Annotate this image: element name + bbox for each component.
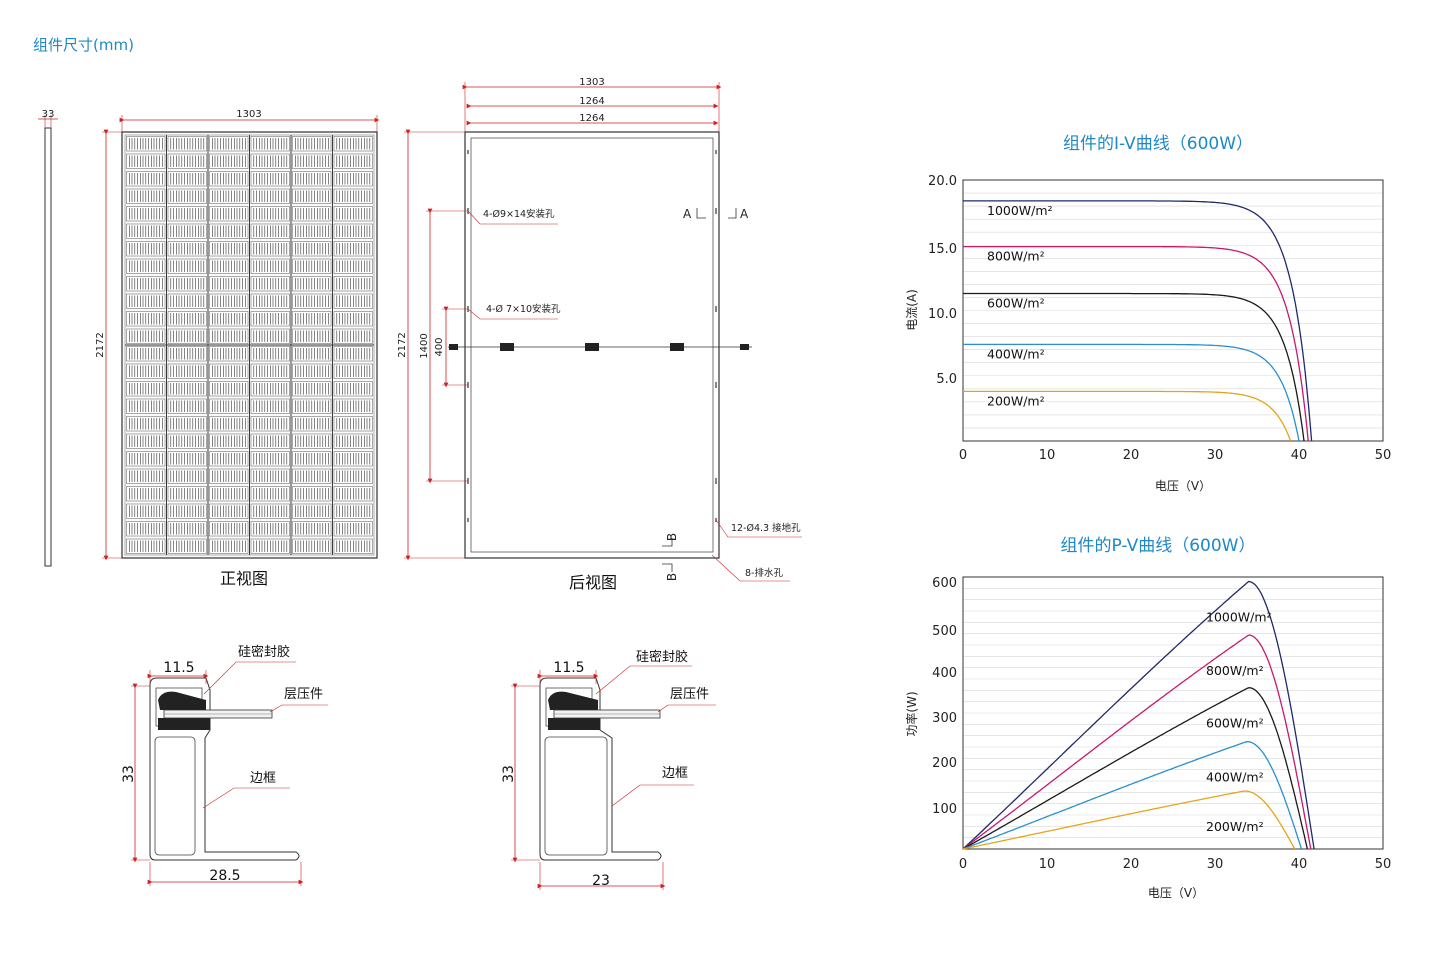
pv-series-line-0 bbox=[962, 580, 1315, 850]
left-laminate-label: 层压件 bbox=[284, 687, 323, 702]
pv-series-line-4 bbox=[962, 790, 1296, 850]
iv-x-tick-10: 10 bbox=[1039, 448, 1056, 463]
right-frame-label: 边框 bbox=[662, 766, 688, 781]
iv-chart-title: 组件的I-V曲线（600W） bbox=[1063, 134, 1253, 154]
pv-series-line-2 bbox=[962, 687, 1309, 850]
iv-chart: 组件的I-V曲线（600W） 20.0 15.0 10.0 5.0 0 10 2… bbox=[905, 134, 1391, 493]
iv-x-tick-50: 50 bbox=[1375, 448, 1392, 463]
frame-section-right: 11.5 33 23 硅密封胶 层压件 边框 bbox=[501, 649, 716, 890]
back-height-dim: 2172 bbox=[397, 332, 408, 357]
front-height-dim: 2172 bbox=[95, 332, 106, 357]
iv-series-label-1: 800W/m² bbox=[987, 249, 1045, 264]
pv-chart-grid bbox=[963, 588, 1383, 838]
section-b-bottom: B bbox=[665, 573, 679, 581]
front-cell-grid bbox=[126, 135, 373, 555]
iv-series-line-0 bbox=[963, 200, 1313, 442]
left-base-width-dim: 28.5 bbox=[209, 868, 240, 884]
left-height-dim: 33 bbox=[121, 765, 137, 783]
pv-x-axis-title: 电压（V） bbox=[1148, 886, 1204, 900]
ground-holes-note: 12-Ø4.3 接地孔 bbox=[731, 522, 801, 534]
iv-series-line-4 bbox=[963, 390, 1292, 442]
pv-x-tick-20: 20 bbox=[1123, 857, 1140, 872]
right-top-width-dim: 11.5 bbox=[553, 660, 584, 676]
frame-section-left: 11.5 33 28.5 硅密封胶 层压件 边框 bbox=[121, 644, 328, 886]
iv-y-tick-5: 5.0 bbox=[936, 372, 957, 387]
iv-series-label-3: 400W/m² bbox=[987, 346, 1045, 361]
right-height-dim: 33 bbox=[501, 765, 517, 783]
iv-x-tick-40: 40 bbox=[1291, 448, 1308, 463]
side-view: 33 bbox=[38, 109, 58, 567]
pv-y-tick-300: 300 bbox=[932, 711, 957, 726]
iv-x-tick-20: 20 bbox=[1123, 448, 1140, 463]
front-view: 1303 2172 正视图 bbox=[95, 109, 380, 588]
back-width-inner-dim: 1264 bbox=[579, 113, 604, 124]
drain-holes-note: 8-排水孔 bbox=[745, 567, 783, 579]
front-view-label: 正视图 bbox=[220, 569, 268, 588]
iv-y-tick-15: 15.0 bbox=[928, 242, 957, 257]
page-title: 组件尺寸(mm) bbox=[33, 36, 134, 54]
iv-y-tick-10: 10.0 bbox=[928, 307, 957, 322]
back-hole-offset-dim: 400 bbox=[434, 337, 445, 356]
iv-series-line-2 bbox=[963, 292, 1305, 442]
iv-series-label-4: 200W/m² bbox=[987, 393, 1045, 408]
pv-series-label-3: 400W/m² bbox=[1206, 770, 1264, 785]
pv-x-tick-50: 50 bbox=[1375, 857, 1392, 872]
side-thickness-dim: 33 bbox=[42, 109, 55, 120]
pv-y-tick-100: 100 bbox=[932, 802, 957, 817]
pv-chart-title: 组件的P-V曲线（600W） bbox=[1061, 536, 1256, 556]
front-width-dim: 1303 bbox=[236, 109, 261, 120]
iv-y-tick-20: 20.0 bbox=[928, 174, 957, 189]
pv-x-tick-40: 40 bbox=[1291, 857, 1308, 872]
back-view-label: 后视图 bbox=[569, 573, 617, 592]
iv-x-axis-title: 电压（V） bbox=[1155, 479, 1211, 493]
iv-series-label-2: 600W/m² bbox=[987, 296, 1045, 311]
iv-series-line-3 bbox=[963, 343, 1300, 442]
pv-x-tick-0: 0 bbox=[959, 857, 967, 872]
back-view: 1303 1264 1264 2172 1400 400 4-Ø9×14安装孔 … bbox=[397, 77, 802, 592]
pv-series-label-0: 1000W/m² bbox=[1206, 610, 1272, 625]
pv-series-label-4: 200W/m² bbox=[1206, 819, 1264, 834]
mount-holes-small-note: 4-Ø 7×10安装孔 bbox=[486, 303, 561, 315]
iv-series-line-1 bbox=[963, 245, 1309, 442]
pv-series-label-2: 600W/m² bbox=[1206, 716, 1264, 731]
section-a-right: A bbox=[740, 207, 749, 221]
iv-series-group: 1000W/m² 800W/m² 600W/m² 400W/m² 200W/m² bbox=[963, 200, 1313, 442]
right-laminate-label: 层压件 bbox=[670, 687, 709, 702]
left-frame-label: 边框 bbox=[250, 771, 276, 786]
right-base-width-dim: 23 bbox=[592, 873, 610, 889]
back-hole-span-dim: 1400 bbox=[419, 333, 430, 358]
section-a-left: A bbox=[683, 207, 692, 221]
iv-chart-grid bbox=[963, 192, 1383, 429]
pv-x-tick-30: 30 bbox=[1207, 857, 1224, 872]
iv-series-label-0: 1000W/m² bbox=[987, 203, 1053, 218]
back-width-outer-dim: 1303 bbox=[579, 77, 604, 88]
pv-y-tick-600: 600 bbox=[932, 576, 957, 591]
iv-x-tick-30: 30 bbox=[1207, 448, 1224, 463]
pv-y-tick-400: 400 bbox=[932, 666, 957, 681]
left-top-width-dim: 11.5 bbox=[163, 660, 194, 676]
pv-series-line-3 bbox=[962, 740, 1303, 850]
section-b-top: B bbox=[665, 533, 679, 541]
pv-x-tick-10: 10 bbox=[1039, 857, 1056, 872]
pv-series-label-1: 800W/m² bbox=[1206, 663, 1264, 678]
mount-holes-note: 4-Ø9×14安装孔 bbox=[483, 208, 555, 220]
pv-y-axis-title: 功率(W) bbox=[904, 691, 919, 736]
pv-y-tick-200: 200 bbox=[932, 756, 957, 771]
back-width-mid-dim: 1264 bbox=[579, 96, 604, 107]
pv-series-line-1 bbox=[962, 634, 1312, 850]
right-sealant-label: 硅密封胶 bbox=[636, 649, 688, 665]
pv-series-group: 1000W/m² 800W/m² 600W/m² 400W/m² 200W/m² bbox=[962, 580, 1315, 850]
pv-y-tick-500: 500 bbox=[932, 624, 957, 639]
pv-chart: 组件的P-V曲线（600W） 600 500 400 300 200 100 0… bbox=[904, 536, 1391, 900]
left-sealant-label: 硅密封胶 bbox=[238, 644, 290, 660]
iv-y-axis-title: 电流(A) bbox=[905, 289, 919, 331]
iv-x-tick-0: 0 bbox=[959, 448, 967, 463]
